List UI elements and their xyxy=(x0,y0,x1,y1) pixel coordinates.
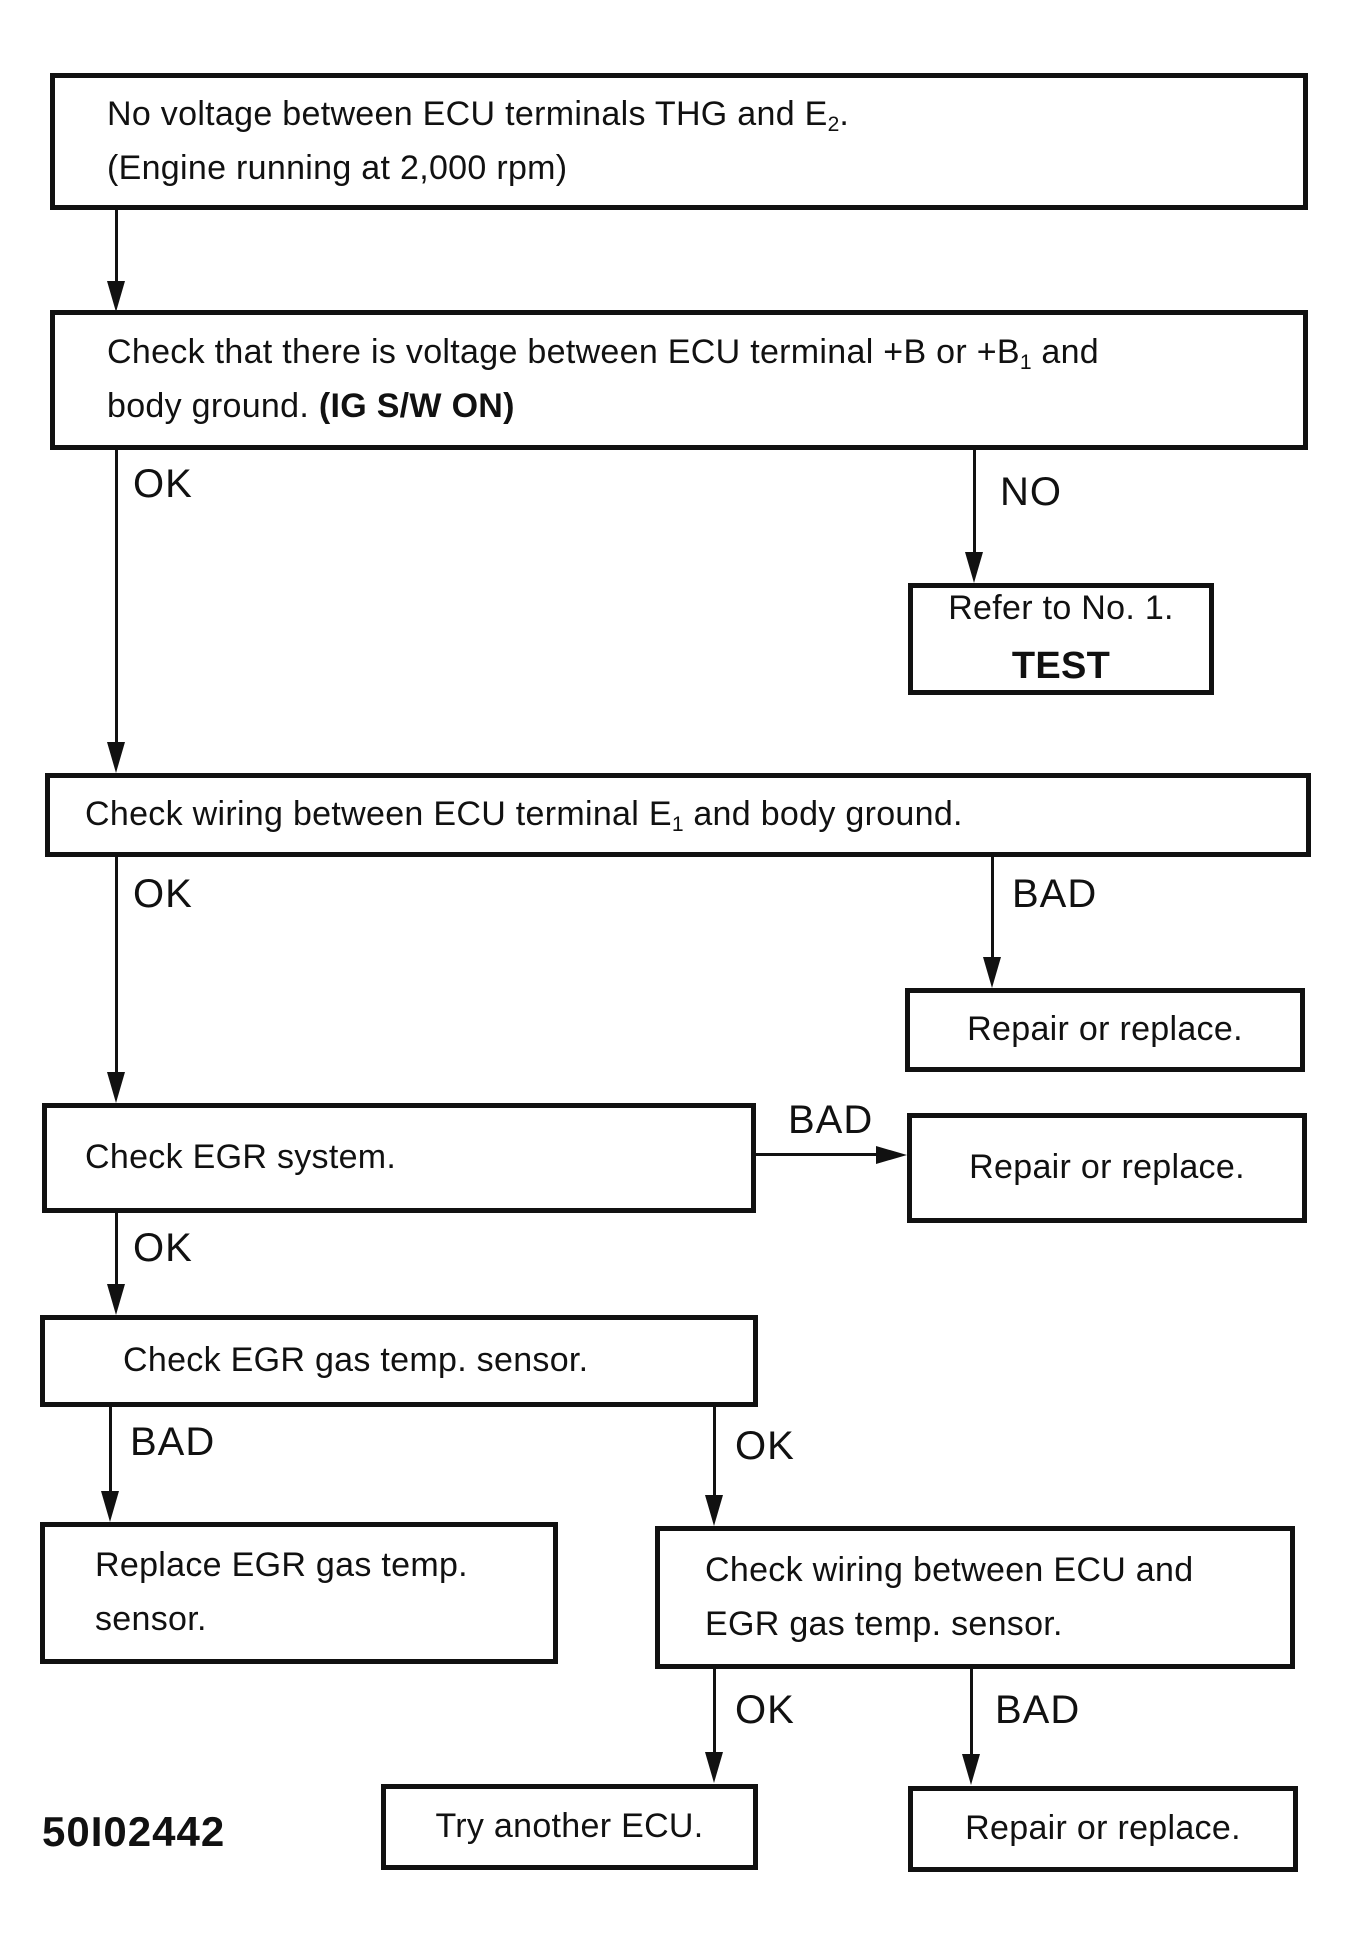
edge-label-bad-wiring-sensor: BAD xyxy=(995,1688,1081,1732)
connector-wiring-sensor-ok xyxy=(713,1669,716,1754)
text-segment: and body ground. xyxy=(683,795,963,834)
node-text-line: Repair or replace. xyxy=(969,1148,1245,1187)
node-text-line: Repair or replace. xyxy=(967,1010,1243,1049)
connector-egr-sensor-ok xyxy=(713,1407,716,1497)
node-refer-test: Refer to No. 1. TEST xyxy=(908,583,1214,695)
connector-wiring-e1-bad xyxy=(991,857,994,960)
arrow-down-icon xyxy=(107,742,125,773)
node-no-voltage: No voltage between ECU terminals THG and… xyxy=(50,73,1308,210)
node-text-line: Check EGR system. xyxy=(85,1138,397,1177)
node-text-line: (Engine running at 2,000 rpm) xyxy=(107,148,568,187)
node-text-line: Check wiring between ECU and xyxy=(705,1550,1194,1589)
connector-egr-system-ok xyxy=(115,1213,118,1287)
arrow-down-icon xyxy=(962,1754,980,1785)
arrow-down-icon xyxy=(101,1491,119,1522)
node-text-line: sensor. xyxy=(95,1600,207,1638)
node-text-line: Try another ECU. xyxy=(435,1807,704,1846)
text-segment: and xyxy=(1031,333,1099,372)
edge-label-ok-voltage: OK xyxy=(133,462,193,506)
subscript: 1 xyxy=(1019,351,1032,375)
edge-label-bad-egr-system: BAD xyxy=(788,1098,874,1142)
connector-wiring-e1-ok xyxy=(115,857,118,1075)
arrow-down-icon xyxy=(107,1072,125,1103)
arrow-right-icon xyxy=(876,1146,907,1164)
edge-label-ok-wiring-e1: OK xyxy=(133,872,193,916)
node-text-line: body ground. (IG S/W ON) xyxy=(107,380,1303,434)
node-check-wiring-sensor: Check wiring between ECU and EGR gas tem… xyxy=(655,1526,1295,1669)
edge-label-ok-egr-system: OK xyxy=(133,1226,193,1270)
edge-label-bad-egr-sensor: BAD xyxy=(130,1420,216,1464)
text-segment: body ground. xyxy=(107,387,319,425)
node-text-line-bold: TEST xyxy=(1011,644,1111,687)
arrow-down-icon xyxy=(965,552,983,583)
edge-label-no-voltage: NO xyxy=(1000,470,1062,514)
node-text-line: EGR gas temp. sensor. xyxy=(705,1604,1063,1643)
arrow-down-icon xyxy=(705,1752,723,1783)
connector-start-to-voltage xyxy=(115,210,118,284)
subscript: 2 xyxy=(827,112,840,136)
text-segment: . xyxy=(839,94,850,133)
node-repair-replace-2: Repair or replace. xyxy=(907,1113,1307,1223)
node-text-line: Repair or replace. xyxy=(965,1809,1241,1848)
text-segment-bold: (IG S/W ON) xyxy=(318,387,515,425)
node-text-line: Check EGR gas temp. sensor. xyxy=(123,1341,589,1380)
node-text-line: Check wiring between ECU terminal E1 and… xyxy=(85,788,1306,842)
node-try-another-ecu: Try another ECU. xyxy=(381,1784,758,1870)
node-repair-replace-1: Repair or replace. xyxy=(905,988,1305,1072)
node-text-line: Refer to No. 1. xyxy=(948,589,1174,628)
arrow-down-icon xyxy=(983,957,1001,988)
edge-label-ok-wiring-sensor: OK xyxy=(735,1688,795,1732)
connector-wiring-sensor-bad xyxy=(970,1669,973,1756)
arrow-down-icon xyxy=(107,281,125,312)
arrow-down-icon xyxy=(705,1495,723,1526)
edge-label-bad-wiring-e1: BAD xyxy=(1012,872,1098,916)
connector-voltage-no xyxy=(973,450,976,555)
text-segment: Check wiring between ECU terminal E xyxy=(85,795,672,834)
figure-code: 50I02442 xyxy=(42,1808,226,1855)
edge-label-ok-egr-sensor: OK xyxy=(735,1424,795,1468)
node-text-line: No voltage between ECU terminals THG and… xyxy=(107,88,1303,142)
node-text-line: Replace EGR gas temp. xyxy=(95,1546,468,1585)
arrow-down-icon xyxy=(107,1284,125,1315)
node-repair-replace-3: Repair or replace. xyxy=(908,1786,1298,1872)
connector-egr-system-bad xyxy=(756,1153,880,1156)
subscript: 1 xyxy=(671,813,684,837)
connector-voltage-ok xyxy=(115,450,118,745)
node-replace-egr-sensor: Replace EGR gas temp. sensor. xyxy=(40,1522,558,1664)
node-check-wiring-e1: Check wiring between ECU terminal E1 and… xyxy=(45,773,1311,857)
node-check-voltage: Check that there is voltage between ECU … xyxy=(50,310,1308,450)
node-text-line: Check that there is voltage between ECU … xyxy=(107,326,1303,380)
text-segment: No voltage between ECU terminals THG and… xyxy=(107,94,828,133)
connector-egr-sensor-bad xyxy=(109,1407,112,1492)
text-segment: Check that there is voltage between ECU … xyxy=(107,333,1020,372)
node-check-egr-sensor: Check EGR gas temp. sensor. xyxy=(40,1315,758,1407)
node-check-egr-system: Check EGR system. xyxy=(42,1103,756,1213)
